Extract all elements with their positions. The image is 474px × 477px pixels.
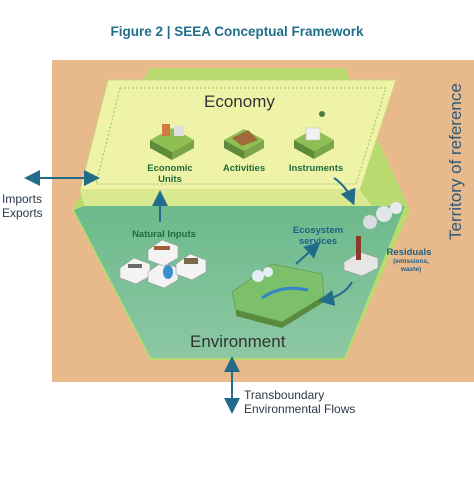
- ecosystem-services-line-1: Ecosystem: [292, 225, 344, 236]
- transboundary-line-1: Transboundary: [244, 388, 325, 402]
- territory-label: Territory of reference: [446, 83, 465, 240]
- economy-dashed-border: [95, 87, 387, 185]
- economy-base-band: [80, 190, 372, 206]
- ecosystem-services-label: Ecosystem services: [290, 226, 346, 246]
- ecosystem-services-line-2: services: [298, 235, 338, 247]
- economic-units-line-2: Units: [158, 173, 182, 185]
- imports-label: Imports: [2, 192, 43, 206]
- residuals-label: Residuals: [386, 247, 432, 258]
- economic-units-label: Economic Units: [140, 164, 200, 184]
- instruments-icon: [294, 111, 334, 159]
- arrow-instruments-to-residuals: [333, 177, 356, 206]
- activities-label: Activities: [222, 163, 266, 174]
- arrow-residuals-to-landscape: [318, 281, 353, 306]
- activities-icon: [224, 129, 264, 159]
- residuals-detail-line-1: (emissions,: [393, 258, 429, 265]
- figure-title: Figure 2 | SEEA Conceptual Framework: [110, 24, 364, 39]
- transboundary-line-2: Environmental Flows: [244, 402, 356, 416]
- economic-units-line-1: Economic: [147, 163, 193, 174]
- transboundary-label: Transboundary Environmental Flows: [244, 388, 355, 416]
- economic-units-icon: [150, 124, 194, 160]
- residuals-detail: (emissions, waste): [392, 258, 430, 273]
- ecosystem-landscape-icon: [231, 263, 325, 328]
- arrow-landscape-to-ecosystem-services: [295, 241, 321, 265]
- environment-heading: Environment: [190, 332, 286, 351]
- natural-inputs-icon: [119, 239, 207, 289]
- residuals-icon: [343, 202, 402, 277]
- instruments-label: Instruments: [288, 163, 344, 174]
- economy-heading: Economy: [204, 92, 275, 111]
- exports-label: Exports: [2, 206, 43, 220]
- residuals-detail-line-2: waste): [400, 265, 422, 273]
- natural-inputs-label: Natural Inputs: [132, 229, 196, 240]
- imports-exports-label: Imports Exports: [2, 192, 43, 220]
